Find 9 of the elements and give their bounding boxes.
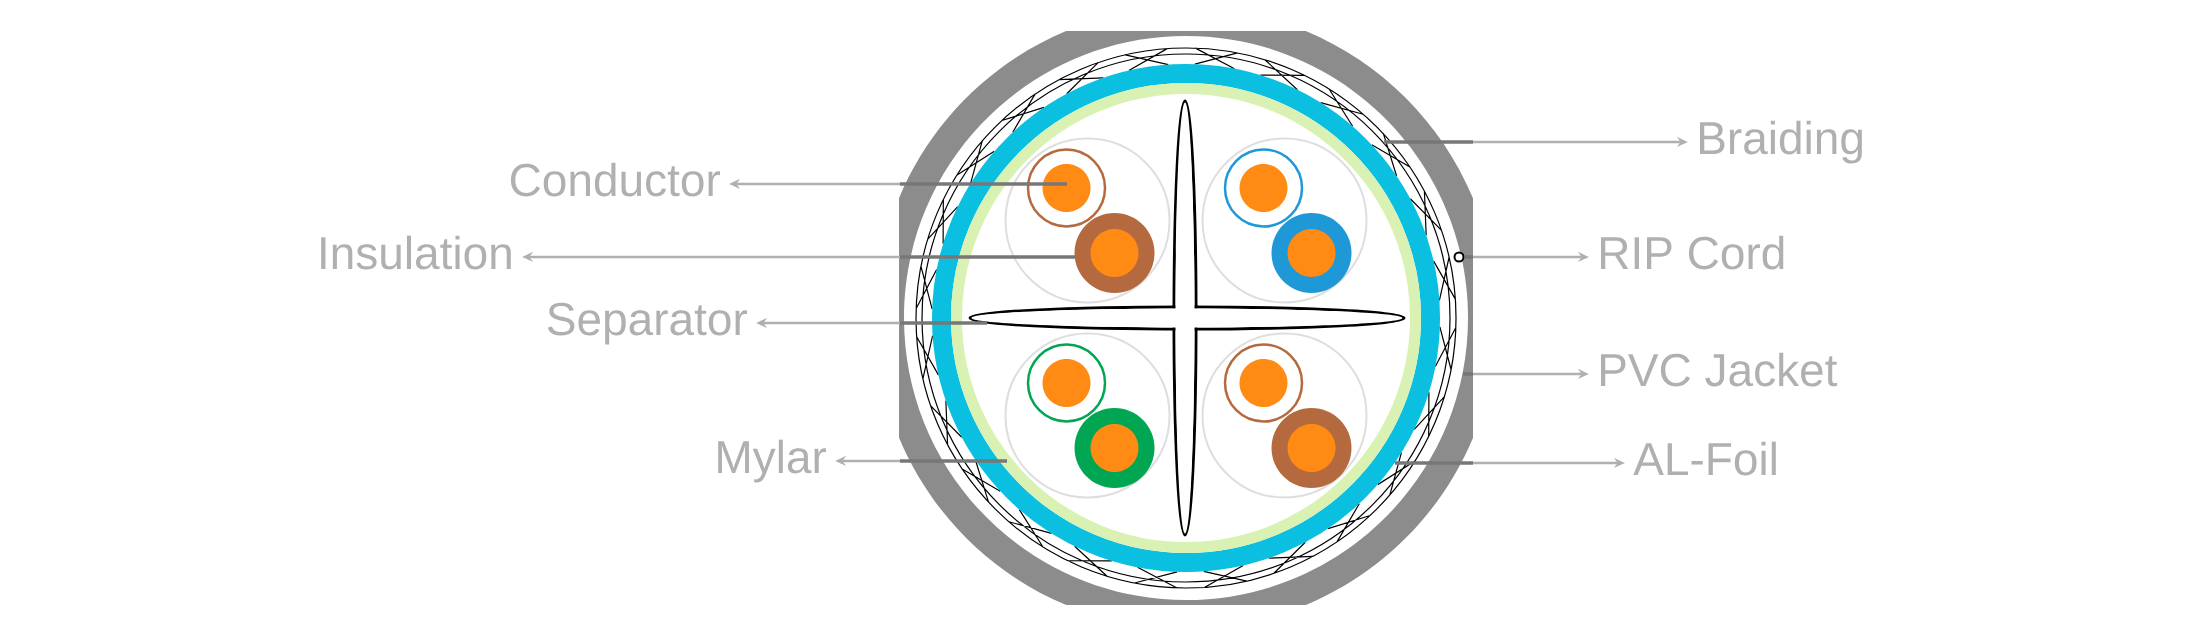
rip-cord-ring — [1453, 251, 1465, 263]
part-label: Conductor — [510, 162, 720, 197]
part-label: AL-Foil — [1633, 441, 1776, 476]
part-label: Insulation — [321, 235, 511, 270]
part-label: Separator — [547, 302, 747, 345]
part-label: PVC Jacket — [1601, 352, 1838, 387]
part-label: Mylar — [718, 439, 827, 483]
part-label: Braiding — [1700, 120, 1862, 164]
part-label: RIP Cord — [1601, 235, 1784, 270]
